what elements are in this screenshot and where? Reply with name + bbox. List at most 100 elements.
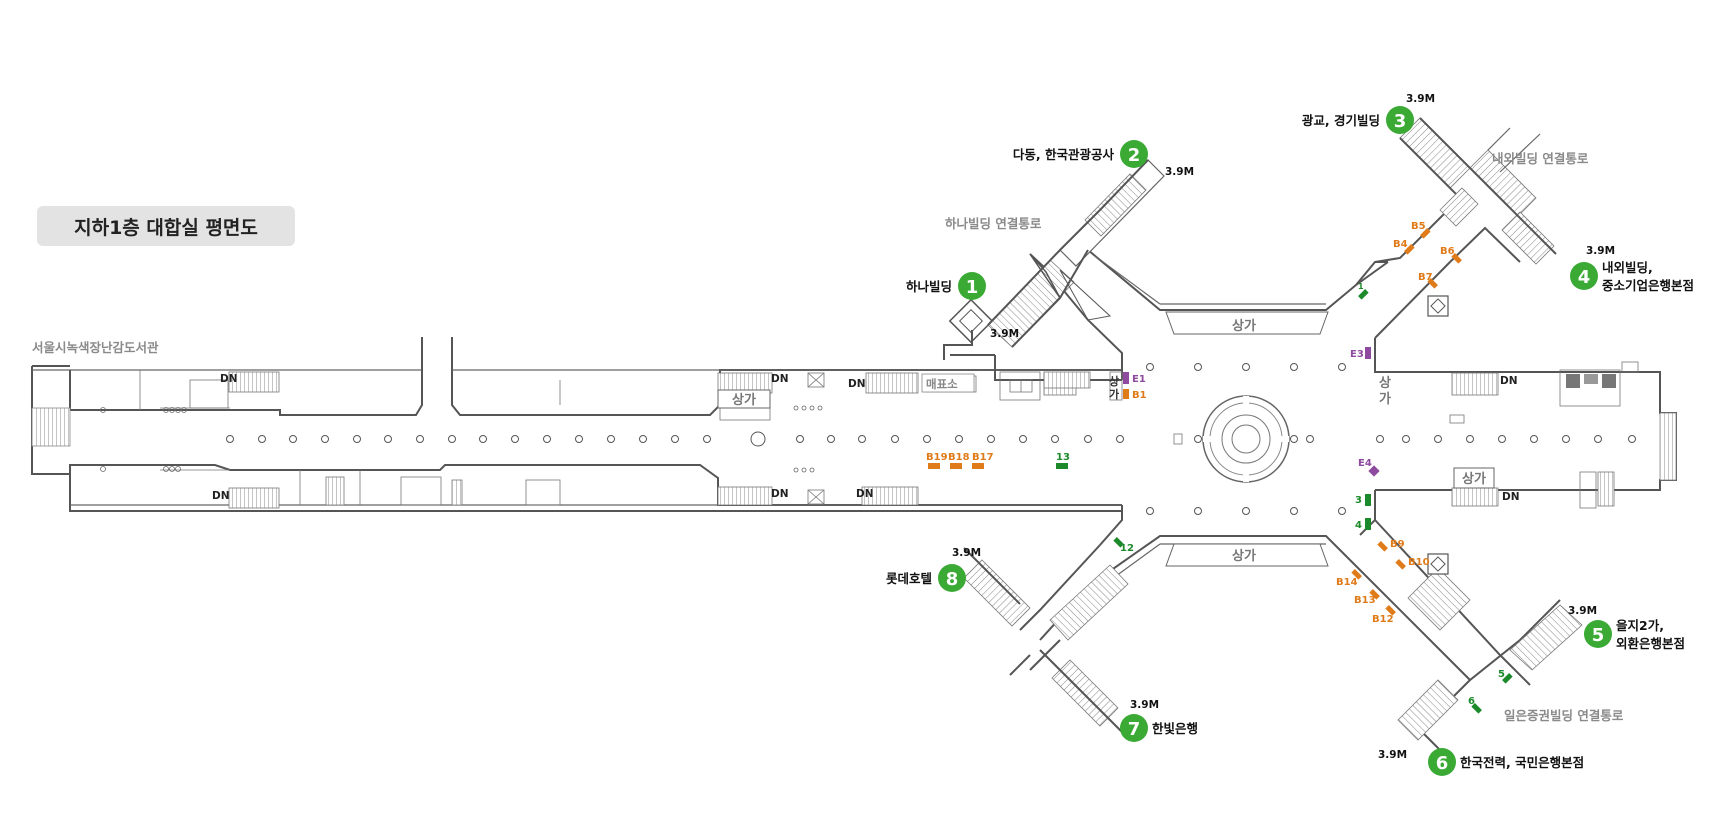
height-label: 3.9M <box>1568 605 1597 617</box>
shop-box <box>717 389 771 409</box>
dn-label: DN <box>848 378 866 390</box>
exit-8-number: 8 <box>946 569 959 590</box>
shop-left-lower: 가 <box>1109 387 1119 401</box>
height-label: 3.9M <box>1586 245 1615 257</box>
marker-b13 <box>1369 589 1380 600</box>
left-concourse <box>31 337 1124 512</box>
marker-b4-label: B4 <box>1393 239 1408 250</box>
dn-label: DN <box>212 490 230 502</box>
marker-b14-label: B14 <box>1336 577 1358 588</box>
marker-b10-label: B10 <box>1408 557 1430 568</box>
exit-8[interactable]: 8 롯데호텔 <box>886 564 966 592</box>
exit-4-label-line1: 내외빌딩, <box>1602 260 1653 275</box>
height-label: 3.9M <box>1406 93 1435 105</box>
exit-5-number: 5 <box>1592 625 1605 646</box>
exit-5[interactable]: 5 을지2가, 외환은행본점 <box>1584 618 1685 651</box>
exit-1-number: 1 <box>966 277 979 298</box>
naewoe-corridor-label: 내외빌딩 연결통로 <box>1492 151 1589 166</box>
green-markers: 1 3 4 5 6 12 13 <box>1056 282 1513 714</box>
marker-b18-label: B18 <box>948 452 970 463</box>
marker-b9 <box>1377 541 1388 552</box>
marker-g1-label: 1 <box>1358 282 1364 291</box>
map-title: 지하1층 대합실 평면도 <box>37 206 295 246</box>
marker-g3-label: 3 <box>1355 495 1362 506</box>
marker-b19 <box>928 463 940 469</box>
shop-bottom-label: 상가 <box>1232 549 1256 564</box>
ticket-office-label: 매표소 <box>926 377 958 391</box>
marker-g5-label: 5 <box>1498 669 1505 680</box>
marker-b5 <box>1420 228 1431 239</box>
marker-b6-label: B6 <box>1440 246 1455 257</box>
marker-e1 <box>1123 372 1129 384</box>
height-label: 3.9M <box>990 328 1019 340</box>
central-hall <box>994 249 1677 585</box>
exit-8-label: 롯데호텔 <box>886 571 932 586</box>
marker-g6-label: 6 <box>1468 696 1475 707</box>
exit-3[interactable]: 3 광교, 경기빌딩 <box>1302 106 1414 134</box>
exit-2[interactable]: 2 다동, 한국관광공사 <box>1013 140 1148 168</box>
shop-right-lower: 가 <box>1379 392 1391 407</box>
marker-b19-label: B19 <box>926 452 948 463</box>
exit-4[interactable]: 4 내외빌딩, 중소기업은행본점 <box>1570 260 1694 293</box>
shop-left-upper: 상 <box>1109 374 1119 388</box>
dn-label: DN <box>1502 491 1520 503</box>
marker-b10 <box>1395 559 1406 570</box>
marker-b13-label: B13 <box>1354 595 1376 606</box>
marker-g4-label: 4 <box>1355 520 1362 531</box>
marker-b7-label: B7 <box>1418 272 1433 283</box>
marker-g12-label: 12 <box>1120 543 1134 554</box>
shop-center-left-label: 상가 <box>732 393 756 408</box>
marker-e3 <box>1365 347 1371 359</box>
ileun-corridor-label: 일은증권빌딩 연결통로 <box>1504 708 1624 723</box>
exit-1-label: 하나빌딩 <box>906 279 952 294</box>
height-label: 3.9M <box>1165 166 1194 178</box>
down-labels: DN DN DN DN DN DN DN DN <box>212 373 1520 503</box>
purple-markers: E1 E3 E4 <box>1123 347 1380 477</box>
dn-label: DN <box>771 488 789 500</box>
marker-b1 <box>1123 389 1129 399</box>
height-label: 3.9M <box>1130 699 1159 711</box>
marker-e4-label: E4 <box>1358 458 1372 469</box>
shop-box <box>1453 467 1495 489</box>
dn-label: DN <box>856 488 874 500</box>
exit-corridors <box>943 117 1583 751</box>
marker-g13 <box>1056 463 1068 469</box>
marker-b9-label: B9 <box>1390 539 1405 550</box>
marker-b14 <box>1351 569 1362 580</box>
height-labels: 3.9M 3.9M 3.9M 3.9M 3.9M 3.9M 3.9M 3.9M <box>952 93 1615 761</box>
marker-g4 <box>1365 518 1371 530</box>
exit-2-label: 다동, 한국관광공사 <box>1013 147 1115 162</box>
exit-7-label: 한빛은행 <box>1152 721 1198 736</box>
exit-5-label-line2: 외환은행본점 <box>1616 636 1685 651</box>
dn-label: DN <box>1500 375 1518 387</box>
marker-b5-label: B5 <box>1411 221 1426 232</box>
exit-4-number: 4 <box>1578 267 1591 288</box>
exit-6-label: 한국전력, 국민은행본점 <box>1460 755 1584 770</box>
height-label: 3.9M <box>1378 749 1407 761</box>
marker-g6 <box>1471 703 1482 714</box>
exit-6[interactable]: 6 한국전력, 국민은행본점 <box>1428 748 1584 776</box>
marker-e4 <box>1368 465 1380 477</box>
exit-5-label-line1: 을지2가, <box>1616 618 1664 633</box>
exit-7-number: 7 <box>1128 719 1141 740</box>
shop-right-mid-label: 상가 <box>1462 472 1486 487</box>
exit-4-label-line2: 중소기업은행본점 <box>1602 278 1694 293</box>
marker-e1-label: E1 <box>1132 374 1146 385</box>
orange-markers: B1 B4 B5 B6 B7 B9 B10 B12 B13 B14 B17 B1… <box>926 221 1462 625</box>
shop-top-label: 상가 <box>1232 319 1256 334</box>
exit-3-label: 광교, 경기빌딩 <box>1302 113 1380 128</box>
marker-b12 <box>1385 605 1396 616</box>
dn-label: DN <box>771 373 789 385</box>
height-label: 3.9M <box>952 547 981 559</box>
exit-3-number: 3 <box>1394 111 1407 132</box>
marker-b18 <box>950 463 962 469</box>
exit-2-number: 2 <box>1128 145 1141 166</box>
marker-b17-label: B17 <box>972 452 994 463</box>
marker-g12 <box>1113 537 1124 548</box>
dn-label: DN <box>220 373 238 385</box>
exit-7[interactable]: 7 한빛은행 <box>1120 714 1198 742</box>
exit-1[interactable]: 1 하나빌딩 <box>906 272 986 300</box>
shop-right-upper: 상 <box>1379 376 1391 391</box>
marker-b1-label: B1 <box>1132 390 1147 401</box>
